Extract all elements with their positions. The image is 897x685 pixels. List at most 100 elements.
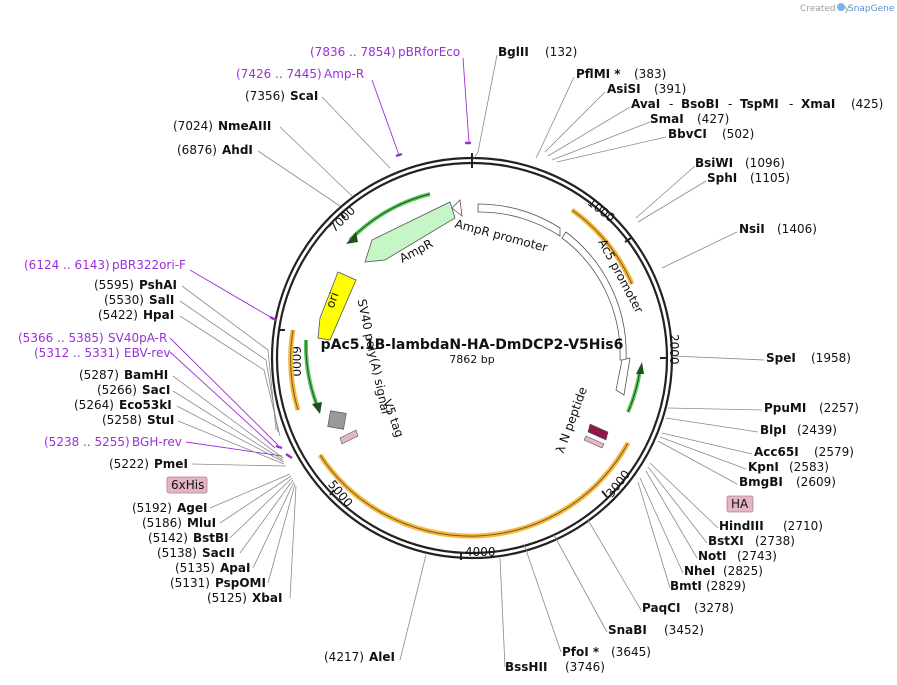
svg-text:(1406): (1406): [777, 222, 817, 236]
site-ahdi[interactable]: AhdI: [222, 143, 253, 157]
site-bglii[interactable]: BglII: [498, 45, 529, 59]
ampr-feature-arrow[interactable]: [364, 201, 456, 263]
site-agei[interactable]: AgeI: [177, 501, 207, 515]
svg-text:(5595): (5595): [94, 278, 134, 292]
primer-name-3[interactable]: pBR322ori-F: [112, 258, 186, 272]
site-bsiwi[interactable]: BsiWI: [695, 156, 733, 170]
svg-text:(425): (425): [851, 97, 883, 111]
site-saci[interactable]: SacI: [142, 383, 170, 397]
svg-text:(6876): (6876): [177, 143, 217, 157]
svg-text:(4217): (4217): [324, 650, 364, 664]
site-alei[interactable]: AleI: [369, 650, 395, 664]
svg-text:(3645): (3645): [611, 645, 651, 659]
ori-feature-arrow[interactable]: [317, 271, 357, 341]
site-bamhi[interactable]: BamHI: [124, 368, 168, 382]
svg-text:(5125): (5125): [207, 591, 247, 605]
site-smai[interactable]: SmaI: [650, 112, 684, 126]
6xhis-badge-label: 6xHis: [171, 478, 204, 492]
site-nhei[interactable]: NheI: [684, 564, 715, 578]
site-pspomi[interactable]: PspOMI: [215, 576, 266, 590]
svg-text:(5266): (5266): [97, 383, 137, 397]
site-hindiii[interactable]: HindIII: [719, 519, 764, 533]
site-sphi[interactable]: SphI: [707, 171, 737, 185]
6xhis-badge[interactable]: [166, 476, 208, 494]
primer-name-5[interactable]: EBV-rev: [124, 346, 170, 360]
svg-text:(5186): (5186): [142, 516, 182, 530]
site-nmeaiii[interactable]: NmeAIII: [218, 119, 271, 133]
primer-pos-6: (5238 .. 5255): [44, 435, 130, 449]
credit-text: Created by: [800, 4, 850, 14]
site-nsii[interactable]: NsiI: [739, 222, 765, 236]
svg-text:(427): (427): [697, 112, 729, 126]
green-arc-left: [303, 339, 320, 409]
site-pfoi[interactable]: PfoI *: [562, 645, 600, 659]
svg-text:(3278): (3278): [694, 601, 734, 615]
v5-tag-feature[interactable]: [339, 429, 359, 445]
site-eco53ki[interactable]: Eco53kI: [119, 398, 172, 412]
svg-text:(5422): (5422): [98, 308, 138, 322]
primer-name-2[interactable]: Amp-R: [324, 67, 364, 81]
tick-label-7000: 7000: [327, 203, 358, 234]
primer-name-1[interactable]: pBRforEco: [398, 45, 460, 59]
svg-text:(5192): (5192): [132, 501, 172, 515]
site-sali[interactable]: SalI: [149, 293, 174, 307]
svg-text:(2257): (2257): [819, 401, 859, 415]
site-tspmi[interactable]: TspMI: [740, 97, 779, 111]
site-stui[interactable]: StuI: [147, 413, 174, 427]
site-acc65i[interactable]: Acc65I: [754, 445, 799, 459]
site-pflmi[interactable]: PflMI *: [576, 67, 621, 81]
site-hpai[interactable]: HpaI: [143, 308, 174, 322]
site-bbvci[interactable]: BbvCI: [668, 127, 707, 141]
svg-text:-: -: [789, 97, 793, 111]
site-xbai[interactable]: XbaI: [252, 591, 282, 605]
primer-pos-4: (5366 .. 5385): [18, 331, 104, 345]
site-noti[interactable]: NotI: [698, 549, 727, 563]
right-site-leaders: [399, 54, 765, 668]
site-kpni[interactable]: KpnI: [748, 460, 779, 474]
svg-text:(7024): (7024): [173, 119, 213, 133]
site-pmei[interactable]: PmeI: [154, 457, 188, 471]
site-bsobi[interactable]: BsoBI: [681, 97, 719, 111]
site-mlui[interactable]: MluI: [187, 516, 216, 530]
svg-text:(5222): (5222): [109, 457, 149, 471]
snapgene-logo-icon: [837, 3, 845, 11]
ha-badge[interactable]: [726, 495, 754, 513]
site-scai[interactable]: ScaI: [290, 89, 318, 103]
svg-text:(5131): (5131): [170, 576, 210, 590]
svg-text:(5142): (5142): [148, 531, 188, 545]
primer-pos-1: (7836 .. 7854): [310, 45, 396, 59]
site-pshai[interactable]: PshAI: [139, 278, 177, 292]
site-spei[interactable]: SpeI: [766, 351, 796, 365]
primer-name-4[interactable]: SV40pA-R: [108, 331, 167, 345]
svg-text:(5530): (5530): [104, 293, 144, 307]
site-bstxi[interactable]: BstXI: [708, 534, 744, 548]
site-xmai[interactable]: XmaI: [801, 97, 835, 111]
svg-text:(2583): (2583): [789, 460, 829, 474]
svg-text:(2738): (2738): [755, 534, 795, 548]
svg-text:(2439): (2439): [797, 423, 837, 437]
site-bmgbi[interactable]: BmgBI: [739, 475, 783, 489]
site-bmti[interactable]: BmtI: [670, 579, 702, 593]
lambda-n-peptide-label: λ N peptide: [553, 385, 590, 455]
green-arc-right: [626, 369, 642, 413]
site-ppumi[interactable]: PpuMI: [764, 401, 806, 415]
svg-text:(1958): (1958): [811, 351, 851, 365]
site-bsshii[interactable]: BssHII: [505, 660, 547, 674]
site-avai[interactable]: AvaI: [631, 97, 660, 111]
site-blpi[interactable]: BlpI: [760, 423, 786, 437]
svg-text:(383): (383): [634, 67, 666, 81]
lambda-n-peptide-feature[interactable]: [587, 423, 609, 441]
site-apai[interactable]: ApaI: [220, 561, 250, 575]
svg-text:(5135): (5135): [175, 561, 215, 575]
ampr-promoter-arrow[interactable]: [477, 203, 561, 237]
plasmid-title: pAc5.1B-lambdaN-HA-DmDCP2-V5His6: [321, 337, 624, 353]
primer-name-6[interactable]: BGH-rev: [132, 435, 182, 449]
site-snabi[interactable]: SnaBI: [608, 623, 647, 637]
sv40-polya-feature[interactable]: [327, 410, 347, 430]
site-asisi[interactable]: AsiSI: [607, 82, 641, 96]
ha-badge-label: HA: [731, 497, 749, 511]
svg-text:(5287): (5287): [79, 368, 119, 382]
site-paqci[interactable]: PaqCI: [642, 601, 680, 615]
site-bstbi[interactable]: BstBI: [193, 531, 229, 545]
site-sacii[interactable]: SacII: [202, 546, 235, 560]
